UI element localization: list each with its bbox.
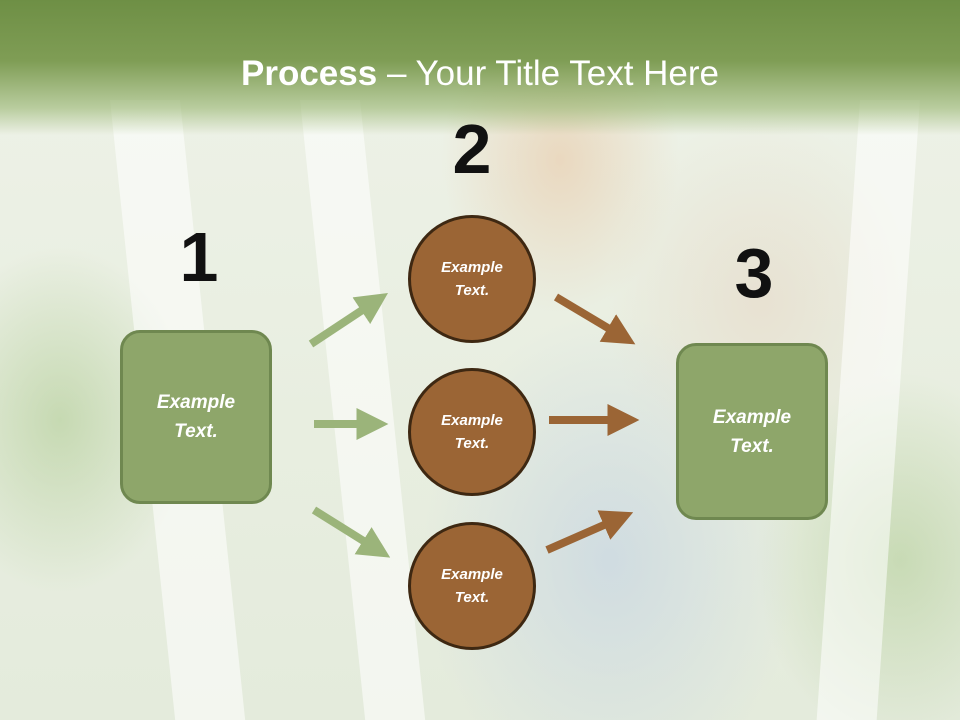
circle-bottom-text: Example Text. bbox=[441, 566, 503, 606]
circle-middle: Example Text. bbox=[408, 368, 536, 496]
right-step-box: Example Text. bbox=[676, 343, 828, 520]
arrow-from-circle-bottom bbox=[545, 510, 634, 554]
arrow-from-circle-top bbox=[553, 293, 636, 345]
step-number-3: 3 bbox=[734, 234, 774, 312]
circle-top: Example Text. bbox=[408, 215, 536, 343]
arrow-to-circle-bottom bbox=[311, 506, 391, 558]
left-step-box-text: Example Text. bbox=[156, 392, 236, 442]
left-step-box: Example Text. bbox=[120, 330, 272, 504]
circle-bottom: Example Text. bbox=[408, 522, 536, 650]
circle-middle-text: Example Text. bbox=[441, 412, 503, 452]
arrow-to-circle-top bbox=[308, 293, 389, 348]
title-rest: – Your Title Text Here bbox=[377, 54, 719, 93]
right-step-box-text: Example Text. bbox=[712, 406, 792, 457]
slide-title: Process – Your Title Text Here bbox=[0, 52, 960, 96]
step-number-2: 2 bbox=[452, 110, 492, 188]
step-number-1: 1 bbox=[179, 218, 219, 296]
title-bar bbox=[0, 0, 960, 135]
circle-top-text: Example Text. bbox=[441, 259, 503, 299]
title-bold: Process bbox=[241, 54, 378, 93]
